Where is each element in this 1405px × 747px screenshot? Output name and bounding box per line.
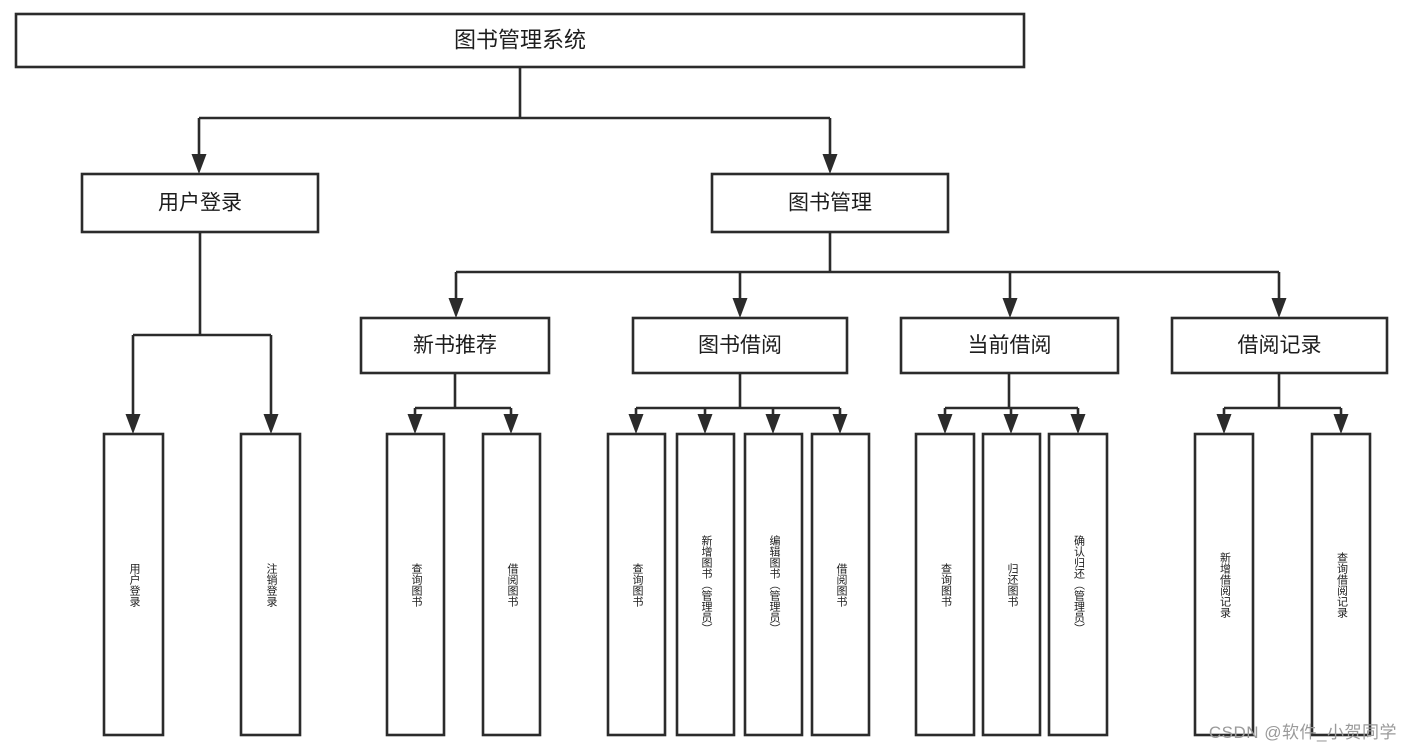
node-leaf-add-borrow-record[interactable]: [1193, 432, 1255, 737]
node-leaf-query-book-recommend[interactable]: [385, 432, 446, 737]
node-book-borrow[interactable]: [631, 316, 849, 375]
node-book-management[interactable]: [710, 172, 950, 234]
arrow-down-icon-user-login: [191, 154, 207, 174]
arrow-down-icon-leaf-user-login: [125, 414, 141, 434]
arrow-down-icon-leaf-add-book-admin: [697, 414, 713, 434]
arrow-down-icon-current-borrow: [1002, 298, 1018, 318]
node-leaf-confirm-return-admin[interactable]: [1047, 432, 1109, 737]
arrow-down-icon-leaf-query-borrow-record: [1333, 414, 1349, 434]
csdn-watermark: CSDN @软件_小贺同学: [1208, 723, 1397, 742]
arrow-down-icon-leaf-logout-login: [263, 414, 279, 434]
arrow-down-icon-borrow-record: [1271, 298, 1287, 318]
arrow-down-icon-leaf-return-book: [1003, 414, 1019, 434]
node-leaf-borrow-book[interactable]: [810, 432, 871, 737]
node-book-management-label: 图书管理: [788, 192, 872, 215]
node-current-borrow[interactable]: [899, 316, 1120, 375]
arrow-down-icon-leaf-confirm-return-admin: [1070, 414, 1086, 434]
node-book-borrow-label: 图书借阅: [698, 334, 782, 357]
node-leaf-query-book-borrow[interactable]: [606, 432, 667, 737]
node-leaf-query-book-current[interactable]: [914, 432, 976, 737]
arrow-down-icon-book-borrow: [732, 298, 748, 318]
arrow-down-icon-leaf-query-book-current: [937, 414, 953, 434]
arrow-down-icon-leaf-edit-book-admin: [765, 414, 781, 434]
node-new-book-recommend[interactable]: [359, 316, 551, 375]
node-leaf-edit-book-admin[interactable]: [743, 432, 804, 737]
arrow-down-icon-book-management: [822, 154, 838, 174]
node-borrow-record-label: 借阅记录: [1238, 334, 1322, 357]
node-leaf-add-book-admin[interactable]: [675, 432, 736, 737]
arrow-down-icon-leaf-borrow-book-recommend: [503, 414, 519, 434]
node-root-label: 图书管理系统: [454, 27, 586, 52]
node-leaf-user-login[interactable]: [102, 432, 165, 737]
node-leaf-query-borrow-record[interactable]: [1310, 432, 1372, 737]
node-user-login[interactable]: [80, 172, 320, 234]
node-leaf-return-book[interactable]: [981, 432, 1042, 737]
node-user-login-label: 用户登录: [158, 192, 242, 215]
arrow-down-icon-leaf-query-book-recommend: [407, 414, 423, 434]
boxes-layer: [14, 12, 1389, 737]
arrow-down-icon-leaf-borrow-book: [832, 414, 848, 434]
node-borrow-record[interactable]: [1170, 316, 1389, 375]
arrow-down-icon-leaf-add-borrow-record: [1216, 414, 1232, 434]
arrow-down-icon-leaf-query-book-borrow: [628, 414, 644, 434]
connectors-layer: [125, 67, 1349, 434]
node-leaf-logout-login[interactable]: [239, 432, 302, 737]
arrow-down-icon-new-book-recommend: [448, 298, 464, 318]
node-new-book-recommend-label: 新书推荐: [413, 334, 497, 357]
node-current-borrow-label: 当前借阅: [968, 334, 1052, 357]
node-root[interactable]: [14, 12, 1026, 69]
node-leaf-borrow-book-recommend[interactable]: [481, 432, 542, 737]
